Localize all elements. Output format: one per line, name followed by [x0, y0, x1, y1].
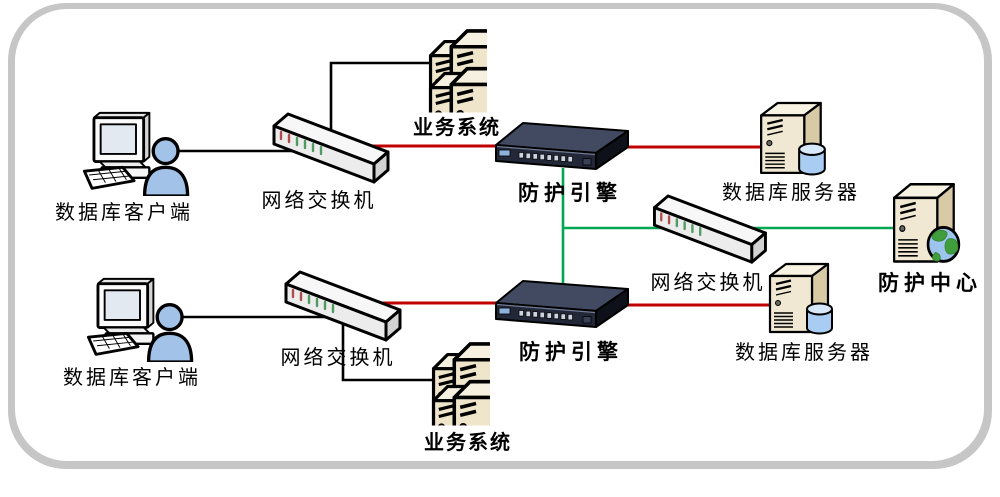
node-label: 防护引擎	[518, 181, 622, 205]
node-label: 业务系统	[413, 117, 501, 139]
node-network-switch-1: 网络交换机	[262, 112, 392, 212]
node-label: 防护中心	[878, 271, 982, 295]
node-network-switch-middle: 网络交换机	[646, 194, 770, 294]
node-business-system-2: 业务系统	[424, 333, 510, 455]
node-label: 网络交换机	[650, 272, 766, 294]
database-server-icon	[756, 101, 832, 177]
node-label: 网络交换机	[280, 347, 396, 369]
node-protection-engine-2: 防护引擎	[495, 280, 629, 364]
node-label: 业务系统	[424, 432, 512, 454]
link-switch1-biz1	[329, 61, 433, 137]
node-protection-engine-1: 防护引擎	[495, 122, 629, 206]
client-computer-icon	[86, 276, 194, 362]
protection-engine-icon	[495, 122, 629, 174]
node-database-client-1: 数据库客户端	[55, 110, 190, 224]
protection-center-icon	[890, 182, 964, 266]
node-database-server-1: 数据库服务器	[722, 101, 857, 205]
server-stack-icon	[430, 333, 490, 427]
network-switch-icon	[266, 112, 392, 188]
network-switch-icon	[278, 270, 404, 346]
database-server-icon	[764, 262, 840, 336]
node-label: 数据库服务器	[722, 182, 860, 204]
node-label: 数据库客户端	[63, 367, 201, 389]
protection-engine-icon	[495, 280, 629, 332]
node-label: 网络交换机	[261, 190, 377, 212]
node-network-switch-2: 网络交换机	[278, 270, 404, 369]
server-stack-icon	[427, 21, 487, 113]
node-business-system-1: 业务系统	[413, 21, 499, 139]
node-label: 数据库客户端	[55, 202, 193, 224]
node-database-server-2: 数据库服务器	[735, 262, 870, 366]
network-switch-icon	[646, 194, 770, 268]
node-label: 数据库服务器	[735, 342, 873, 364]
slide-frame-background	[15, 9, 984, 461]
client-computer-icon	[82, 110, 190, 196]
link-switch2-biz2	[341, 322, 434, 382]
node-protection-center: 防护中心	[878, 182, 977, 296]
node-database-client-2: 数据库客户端	[63, 276, 198, 389]
node-label: 防护引擎	[519, 340, 623, 364]
